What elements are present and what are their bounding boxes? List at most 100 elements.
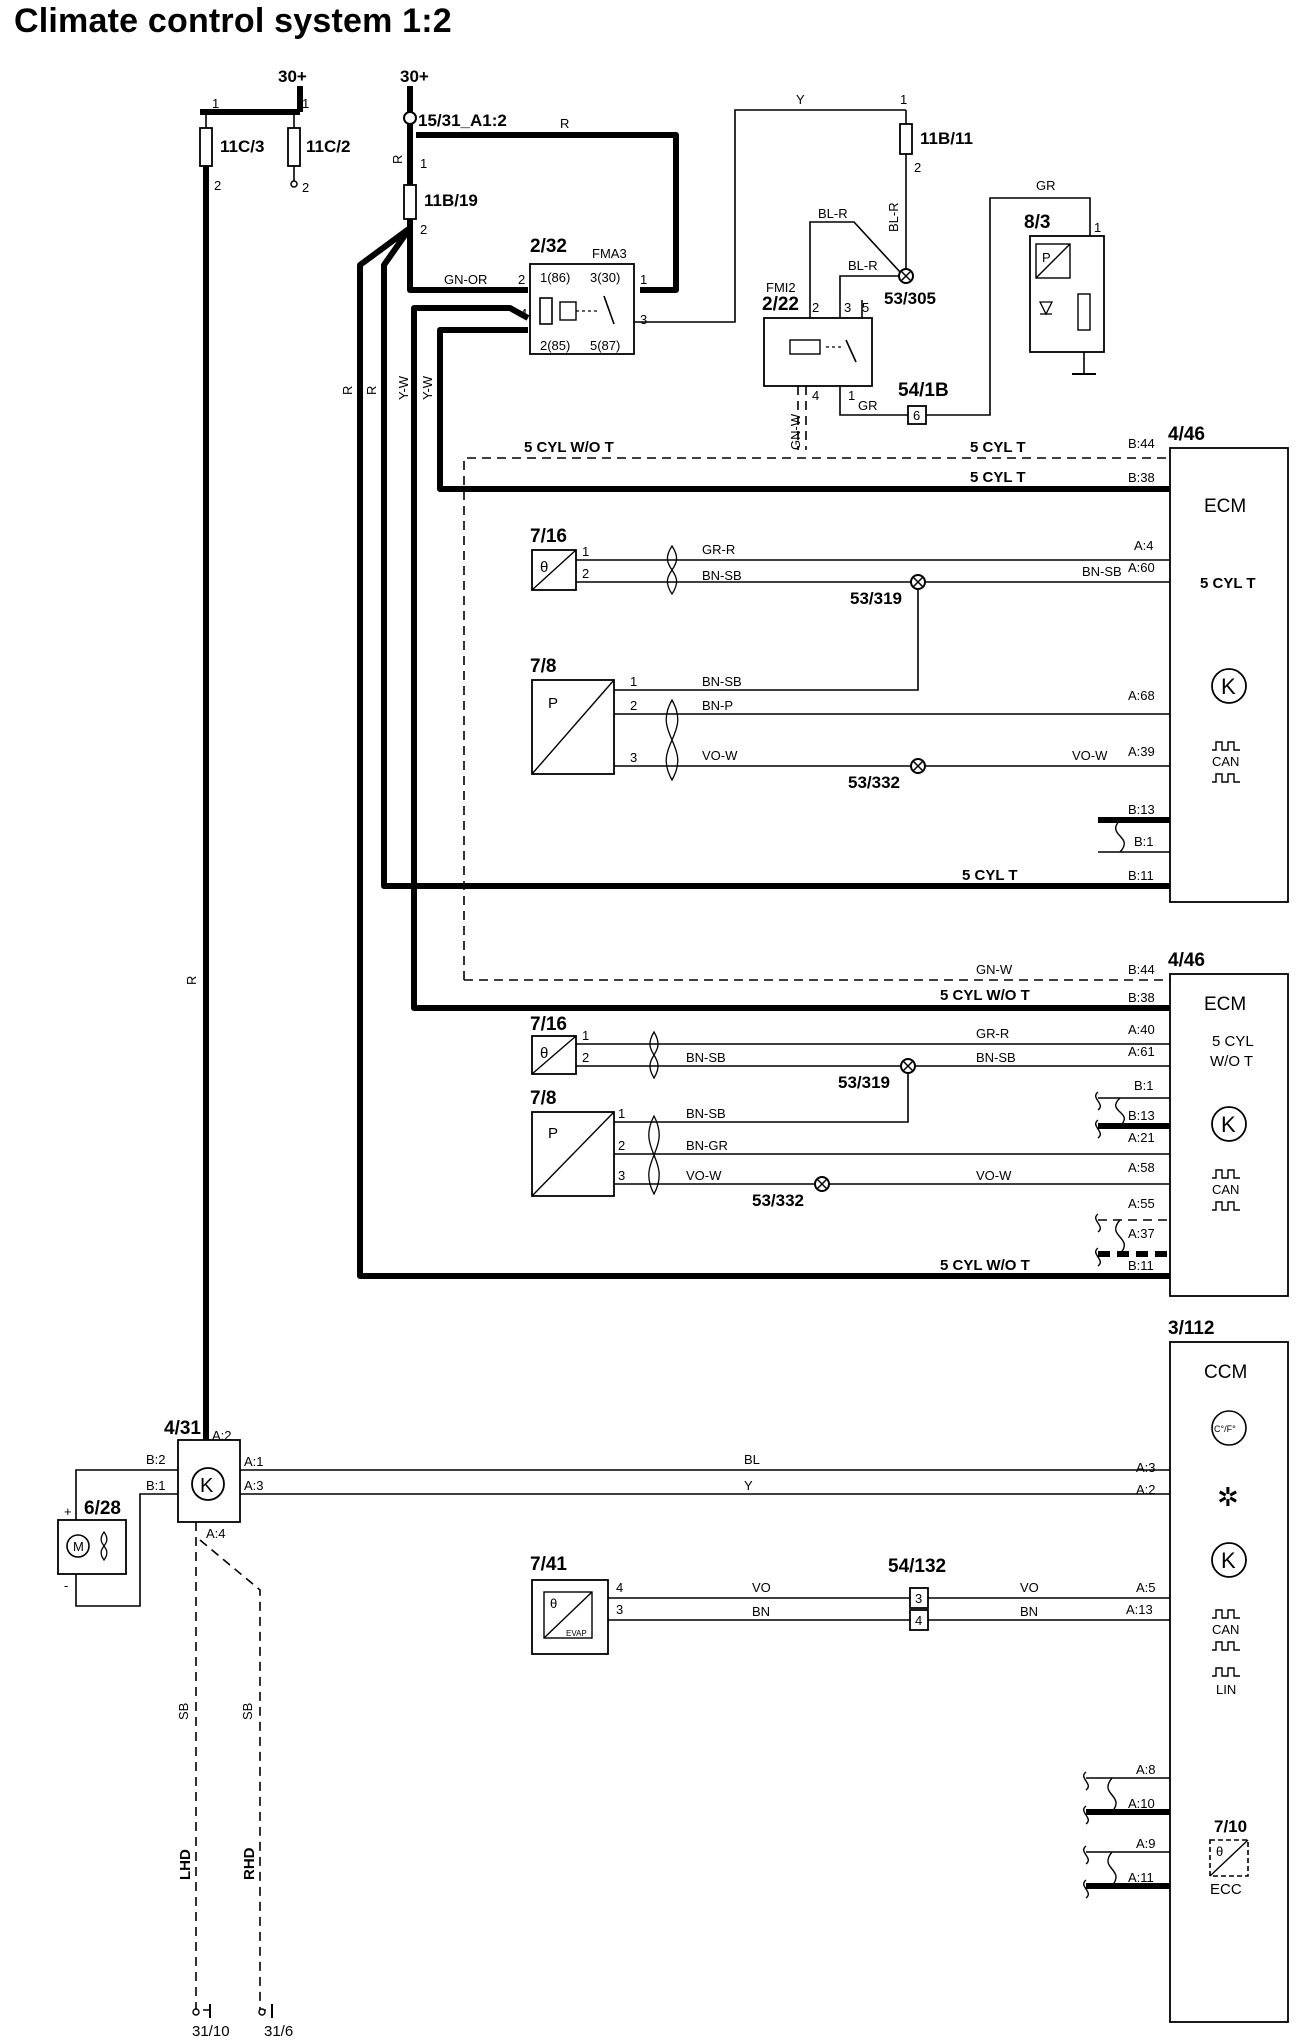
fuse-11b11-label: 11B/11 bbox=[920, 129, 973, 148]
ecm-pin: A:39 bbox=[1128, 744, 1155, 759]
can-label: CAN bbox=[1212, 754, 1239, 769]
wire-label: VO bbox=[752, 1580, 771, 1595]
splice-label: 53/319 bbox=[838, 1073, 890, 1092]
ground-label: 31/6 bbox=[264, 2023, 293, 2040]
sensor-716b-group: 7/16 θ 1 2 GR-R BN-SB BN-SB 53/319 bbox=[530, 1014, 1170, 1123]
wire-label: VO-W bbox=[686, 1168, 722, 1183]
wire-label: BN-P bbox=[702, 698, 733, 713]
ecm-pin: B:1 bbox=[1134, 834, 1154, 849]
pin-number: 4 bbox=[616, 1580, 623, 1595]
variant-label: 5 CYL T bbox=[970, 469, 1026, 486]
splice-label: 53/332 bbox=[848, 773, 900, 792]
ccm-name: CCM bbox=[1204, 1362, 1247, 1383]
sensor-label: 7/8 bbox=[530, 1088, 556, 1109]
splice-53305-label: 53/305 bbox=[884, 289, 936, 308]
sensor-label: 7/16 bbox=[530, 526, 567, 547]
sensor-diag bbox=[531, 549, 577, 591]
relay-pin: 5 bbox=[862, 300, 869, 315]
fuse-11c2 bbox=[287, 127, 301, 167]
wire-label-y: Y bbox=[796, 92, 805, 107]
pin-number: 2 bbox=[618, 1138, 625, 1153]
pin-number: 2 bbox=[214, 178, 221, 193]
wire-label-blr: BL-R bbox=[818, 206, 848, 221]
can-wave-icon bbox=[1212, 741, 1240, 751]
relay-232-group: 2/32 FMA3 1(86) 3(30) 2(85) 5(87) 2 1 4 … bbox=[518, 92, 906, 355]
bc-pin: A:2 bbox=[212, 1428, 232, 1443]
variant-label: 5 CYL T bbox=[962, 867, 1018, 884]
ccm-pin: A:8 bbox=[1136, 1762, 1156, 1777]
junction-1531-group: 15/31_A1:2 R R 11B/19 1 2 bbox=[390, 111, 679, 293]
ground-label: 31/10 bbox=[192, 2023, 230, 2040]
ecm-bot-variant1: 5 CYL bbox=[1212, 1033, 1254, 1050]
connector-541b-label: 54/1B bbox=[898, 380, 949, 401]
twisted-pair-icon bbox=[1114, 819, 1126, 853]
ecm-pin: B:13 bbox=[1128, 1108, 1155, 1123]
wire-sb-rhd bbox=[199, 1539, 270, 2011]
pin-number: 1 bbox=[630, 674, 637, 689]
terminal-dot bbox=[192, 2008, 200, 2016]
ccm-pin: A:13 bbox=[1126, 1602, 1153, 1617]
wire-label: GR-R bbox=[702, 542, 735, 557]
pin-number: 2 bbox=[630, 698, 637, 713]
ecm-pin: B:44 bbox=[1128, 436, 1155, 451]
twisted-pair-icon bbox=[649, 1030, 659, 1080]
wire-label-gr: GR bbox=[1036, 178, 1056, 193]
sensor-diag bbox=[531, 1035, 577, 1075]
relay-222-name: FMI2 bbox=[766, 280, 796, 295]
ecm-pin: B:44 bbox=[1128, 962, 1155, 977]
variant-label: 5 CYL W/O T bbox=[940, 987, 1030, 1004]
diode-icon bbox=[1038, 301, 1054, 316]
wire-label-r: R bbox=[560, 116, 569, 131]
fuse-11b11-group: 1 11B/11 2 BL-R 53/305 BL-R BL-R bbox=[809, 92, 973, 308]
pin-number: 1 bbox=[1094, 220, 1101, 235]
relay-pin: 1(86) bbox=[540, 270, 570, 285]
sensor-741-group: 7/41 θ EVAP 4 3 VO BN VO BN 54/132 3 4 bbox=[530, 1554, 1170, 1655]
blower-controller-group: 4/31 K A:2 B:2 B:1 A:1 A:3 A:4 BL Y 6/28… bbox=[57, 1418, 1170, 2040]
ecc-label: ECC bbox=[1210, 1881, 1242, 1898]
pin-number: 1 bbox=[900, 92, 907, 107]
wire-bl-r-2 bbox=[809, 221, 901, 300]
fuse-11b19 bbox=[403, 184, 417, 220]
lin-label: LIN bbox=[1216, 1682, 1236, 1697]
sensor-diag bbox=[543, 1591, 593, 1639]
wire-label: SB bbox=[176, 1703, 191, 1720]
twisted-pair-icon bbox=[665, 698, 679, 782]
relay-pin: 1 bbox=[640, 272, 647, 287]
splice-cross bbox=[912, 760, 924, 772]
pin-number: 3 bbox=[618, 1168, 625, 1183]
wire-label: BN-SB bbox=[702, 568, 742, 583]
sensor-716a-group: 7/16 θ 1 2 GR-R BN-SB BN-SB 53/319 bbox=[530, 526, 1170, 691]
wire-motor-plus bbox=[75, 1469, 178, 1522]
cut-mark-icon bbox=[1083, 1845, 1089, 1865]
pin-number: 1 bbox=[582, 1028, 589, 1043]
wire-label-blr: BL-R bbox=[886, 202, 901, 232]
connector-pin: 3 bbox=[915, 1591, 922, 1606]
ccm-k-icon bbox=[1211, 1542, 1247, 1578]
variant-label: 5 CYL W/O T bbox=[524, 439, 614, 456]
supply-label-left: 30+ bbox=[278, 67, 307, 86]
twisted-pair-icon bbox=[1115, 1097, 1125, 1127]
bc-pin: A:1 bbox=[244, 1454, 264, 1469]
pin-number: 1 bbox=[302, 96, 309, 111]
wire-bl-r-3 bbox=[839, 275, 900, 300]
k-symbol: K bbox=[1221, 1548, 1236, 1573]
can-wave-icon bbox=[1212, 1201, 1240, 1211]
ecm-bot-group: 4/46 ECM 5 CYL W/O T K CAN B:44 B:38 A:4… bbox=[1128, 950, 1289, 1297]
relay-coil-body bbox=[559, 301, 577, 321]
bc-pin: A:3 bbox=[244, 1478, 264, 1493]
lin-wave-icon bbox=[1212, 1667, 1240, 1677]
junction-1531 bbox=[403, 111, 417, 125]
wire-yw-ecm-t bbox=[437, 327, 1170, 492]
ecm-pin: B:1 bbox=[1134, 1078, 1154, 1093]
relay-coil bbox=[789, 339, 821, 355]
relay-pin: 4 bbox=[812, 388, 819, 403]
splice-cross bbox=[902, 1060, 914, 1072]
ecm-pin: B:13 bbox=[1128, 802, 1155, 817]
pin-number: 1 bbox=[582, 544, 589, 559]
page-title: Climate control system 1:2 bbox=[14, 2, 452, 40]
wire-label: BN-SB bbox=[686, 1106, 726, 1121]
fuse-11c2-label: 11C/2 bbox=[306, 137, 350, 156]
pin-number: 3 bbox=[616, 1602, 623, 1617]
bc-pin: A:4 bbox=[206, 1526, 226, 1541]
